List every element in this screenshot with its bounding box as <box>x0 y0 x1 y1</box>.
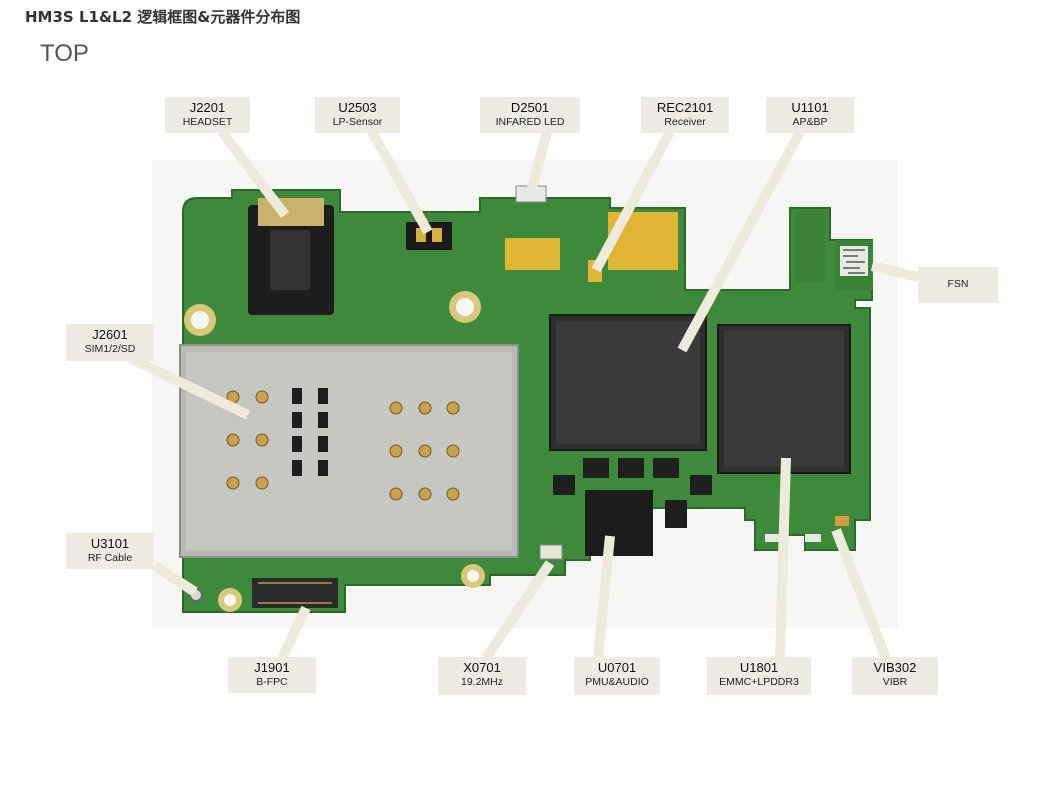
vibrator-pad <box>835 516 849 526</box>
callout-u1801: U1801 EMMC+LPDDR3 <box>707 657 811 695</box>
callout-j2601: J2601 SIM1/2/SD <box>66 324 154 361</box>
headset-jack-clip <box>258 198 324 226</box>
callout-func: EMMC+LPDDR3 <box>719 676 799 689</box>
leader-u0701 <box>593 535 615 659</box>
leader-x0701 <box>481 560 555 661</box>
pmu-audio-chip <box>585 490 653 556</box>
callout-func: PMU&AUDIO <box>585 676 649 689</box>
callout-ref: U1801 <box>739 660 779 675</box>
leader-u1101 <box>677 129 805 353</box>
callout-func: AP&BP <box>792 116 828 129</box>
view-label: TOP <box>40 40 89 67</box>
callout-d2501: D2501 INFARED LED <box>480 97 580 133</box>
receiver-pad-left <box>505 238 560 270</box>
callout-ref: D2501 <box>510 100 550 115</box>
leader-j2601 <box>127 353 251 420</box>
callout-vib302: VIB302 VIBR <box>852 657 938 695</box>
leader-u3101 <box>152 561 198 597</box>
smd-components <box>553 458 712 528</box>
sim-contact-pins <box>226 390 460 501</box>
callout-ref: FSN <box>947 278 969 291</box>
callout-ref: J1901 <box>254 660 290 675</box>
callout-ref: VIB302 <box>873 660 917 675</box>
leader-j2201 <box>218 128 289 219</box>
callout-u1101: U1101 AP&BP <box>766 97 854 133</box>
leader-fsn <box>870 261 920 282</box>
leader-u2503 <box>367 129 433 235</box>
callout-u0701: U0701 PMU&AUDIO <box>574 657 660 695</box>
callout-j1901: J1901 B-FPC <box>228 657 316 693</box>
leader-lines <box>127 128 920 661</box>
callout-u2503: U2503 LP-Sensor <box>315 97 400 133</box>
callout-u3101: U3101 RF Cable <box>66 533 154 569</box>
callout-ref: J2201 <box>189 100 226 115</box>
callout-func: SIM1/2/SD <box>84 343 136 356</box>
leader-rec2101 <box>591 129 675 273</box>
page-title: HM3S L1&L2 逻辑框图&元器件分布图 <box>25 8 301 26</box>
fsn-qr-code <box>840 246 868 276</box>
sd-contact-slots <box>292 388 328 476</box>
callout-ref: U0701 <box>597 660 637 675</box>
callout-func: VIBR <box>882 676 908 689</box>
callout-func: HEADSET <box>182 116 233 129</box>
callout-fsn: FSN <box>918 267 998 303</box>
fsn-strip <box>795 212 825 282</box>
callout-ref: U1101 <box>791 100 829 115</box>
callout-func: RF Cable <box>87 552 133 565</box>
callout-ref: U2503 <box>338 100 377 115</box>
callout-func: INFARED LED <box>495 116 565 129</box>
callout-func: B-FPC <box>256 676 288 689</box>
leader-vib302 <box>831 528 891 660</box>
callout-x0701: X0701 19.2MHz <box>438 657 526 695</box>
callout-ref: J2601 <box>92 327 128 342</box>
leader-d2501 <box>527 130 552 190</box>
callout-rec2101: REC2101 Receiver <box>641 97 729 133</box>
callout-ref: X0701 <box>463 660 501 675</box>
leader-u1801 <box>775 457 791 659</box>
callout-ref: REC2101 <box>656 100 714 115</box>
callout-j2201: J2201 HEADSET <box>165 97 250 133</box>
callout-func: 19.2MHz <box>460 676 503 689</box>
leader-j1901 <box>277 605 311 661</box>
callout-ref: U3101 <box>90 536 130 551</box>
callout-func: LP-Sensor <box>332 116 383 129</box>
ir-led <box>515 185 547 203</box>
crystal-19-2mhz <box>539 544 563 560</box>
callout-func: Receiver <box>664 116 706 129</box>
fsn-qr-pattern <box>843 249 865 274</box>
